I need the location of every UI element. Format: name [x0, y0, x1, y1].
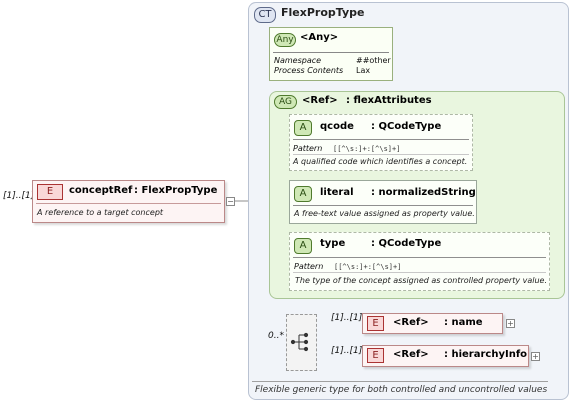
attribute-type-doc: The type of the concept assigned as cont…	[295, 276, 547, 285]
child-name-badge: E	[367, 316, 384, 331]
attribute-group-name: : flexAttributes	[346, 95, 432, 106]
any-process-contents-label: Process Contents	[274, 66, 344, 75]
child-name-name: : name	[444, 317, 483, 328]
attribute-qcode-divider	[293, 139, 469, 140]
attribute-qcode-pattern: [[^\s:]+:[^\s]+]	[333, 145, 401, 153]
attribute-qcode-type: : QCodeType	[371, 121, 442, 132]
element-conceptRef-doc: A reference to a target concept	[37, 208, 164, 217]
choice-cardinality: 0..*	[268, 331, 284, 341]
collapse-icon[interactable]: −	[226, 197, 235, 206]
element-conceptRef-box[interactable]	[32, 180, 225, 223]
attribute-qcode-name: qcode	[320, 121, 354, 132]
child-name-ref: <Ref>	[393, 317, 429, 328]
attribute-type-badge: A	[294, 238, 312, 254]
attribute-type-divider	[293, 257, 546, 258]
attribute-qcode-divider-2	[293, 154, 469, 155]
expand-icon[interactable]: +	[531, 352, 540, 361]
element-ref-name-box[interactable]	[362, 313, 503, 334]
child-hierarchyInfo-cardinality: [1]..[1]	[331, 346, 363, 356]
element-ref-hierarchyInfo-box[interactable]	[362, 345, 529, 367]
attribute-qcode-box[interactable]	[289, 114, 473, 171]
child-hierarchyInfo-badge: E	[367, 348, 384, 363]
any-divider	[273, 52, 389, 53]
choice-icon	[290, 332, 309, 352]
attribute-literal-badge: A	[294, 186, 312, 202]
choice-compositor[interactable]	[286, 314, 317, 371]
attribute-literal-box[interactable]	[289, 180, 477, 224]
attribute-group-ref: <Ref>	[302, 95, 338, 106]
complex-type-badge: CT	[254, 7, 276, 23]
complex-type-title: FlexPropType	[281, 6, 365, 19]
element-conceptRef-divider	[36, 203, 221, 204]
complex-type-divider	[252, 381, 548, 382]
attribute-literal-type: : normalizedString	[371, 187, 476, 198]
attribute-literal-doc: A free-text value assigned as property v…	[294, 209, 475, 218]
expand-icon[interactable]: +	[506, 319, 515, 328]
attribute-qcode-pattern-label: Pattern	[293, 144, 323, 153]
any-process-contents-value: Lax	[356, 66, 371, 75]
any-title: <Any>	[300, 32, 339, 43]
any-namespace-label: Namespace	[274, 56, 322, 65]
child-hierarchyInfo-name: : hierarchyInfo	[444, 349, 528, 360]
attribute-qcode-badge: A	[294, 120, 312, 136]
element-conceptRef-type: : FlexPropType	[134, 185, 218, 196]
element-badge: E	[37, 184, 63, 200]
child-hierarchyInfo-ref: <Ref>	[393, 349, 429, 360]
attribute-group-badge: AG	[274, 95, 297, 109]
attribute-type-name: type	[320, 238, 346, 249]
attribute-literal-name: literal	[320, 187, 354, 198]
any-badge: Any	[274, 33, 296, 47]
attribute-type-pattern: [[^\s:]+:[^\s]+]	[334, 263, 402, 271]
attribute-type-divider-2	[293, 272, 546, 273]
attribute-type-type: : QCodeType	[371, 238, 442, 249]
root-cardinality: [1]..[1]	[3, 191, 35, 201]
any-namespace-value: ##other	[356, 56, 391, 65]
attribute-type-pattern-label: Pattern	[294, 262, 324, 271]
attribute-qcode-doc: A qualified code which identifies a conc…	[293, 157, 468, 166]
attribute-literal-divider	[293, 205, 473, 206]
child-name-cardinality: [1]..[1]	[331, 313, 363, 323]
complex-type-doc: Flexible generic type for both controlle…	[255, 385, 548, 395]
element-conceptRef-name: conceptRef	[69, 185, 133, 196]
attribute-type-box[interactable]	[289, 232, 550, 291]
